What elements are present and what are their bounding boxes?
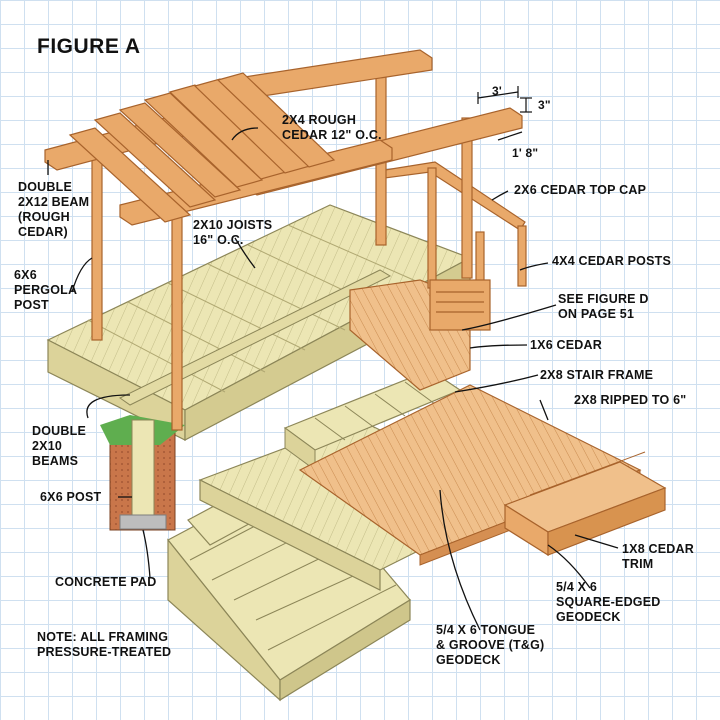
beam-label: DOUBLE 2x12 BEAM (ROUGH CEDAR) (18, 180, 90, 239)
pergola (44, 49, 523, 431)
square-edged-label: 5/4 x 6 SQUARE-EDGED GEODECK (556, 580, 661, 624)
dimension-top: 3' (492, 84, 502, 98)
cedar-posts-label: 4x4 CEDAR POSTS (552, 254, 672, 268)
stair-frame-label: 2x8 STAIR FRAME (540, 368, 654, 382)
dimension-markers (477, 86, 532, 141)
figure-title: FIGURE A (37, 35, 141, 58)
dimension-right: 3" (538, 98, 551, 112)
leader-lines (47, 127, 619, 631)
double-beams-label: DOUBLE 2x10 BEAMS (32, 424, 86, 468)
framing-note: NOTE: ALL FRAMING PRESSURE-TREATED (37, 630, 172, 659)
dimension-bottom: 1' 8" (512, 146, 539, 160)
post-6x6-label: 6x6 POST (40, 490, 102, 504)
railing (384, 161, 527, 331)
pergola-post-label: 6x6 PERGOLA POST (14, 268, 78, 312)
ripped-label: 2x8 RIPPED TO 6" (574, 393, 687, 407)
cedar-step (503, 451, 667, 557)
rafters-label: 2x4 ROUGH CEDAR 12" O.C. (282, 113, 382, 142)
concrete-pad-label: CONCRETE PAD (55, 575, 157, 589)
tongue-groove-label: 5/4 x 6 TONGUE & GROOVE (T&G) GEODECK (436, 623, 545, 667)
support-beam (119, 269, 392, 406)
cedar-1x6-label: 1x6 CEDAR (530, 338, 602, 352)
joists-label: 2x10 JOISTS 16" O.C. (193, 218, 273, 247)
see-figure-label: SEE FIGURE D ON PAGE 51 (558, 292, 649, 321)
footing-cutaway (100, 415, 185, 531)
trim-label: 1x8 CEDAR TRIM (622, 542, 694, 571)
top-cap-label: 2x6 CEDAR TOP CAP (514, 183, 647, 197)
